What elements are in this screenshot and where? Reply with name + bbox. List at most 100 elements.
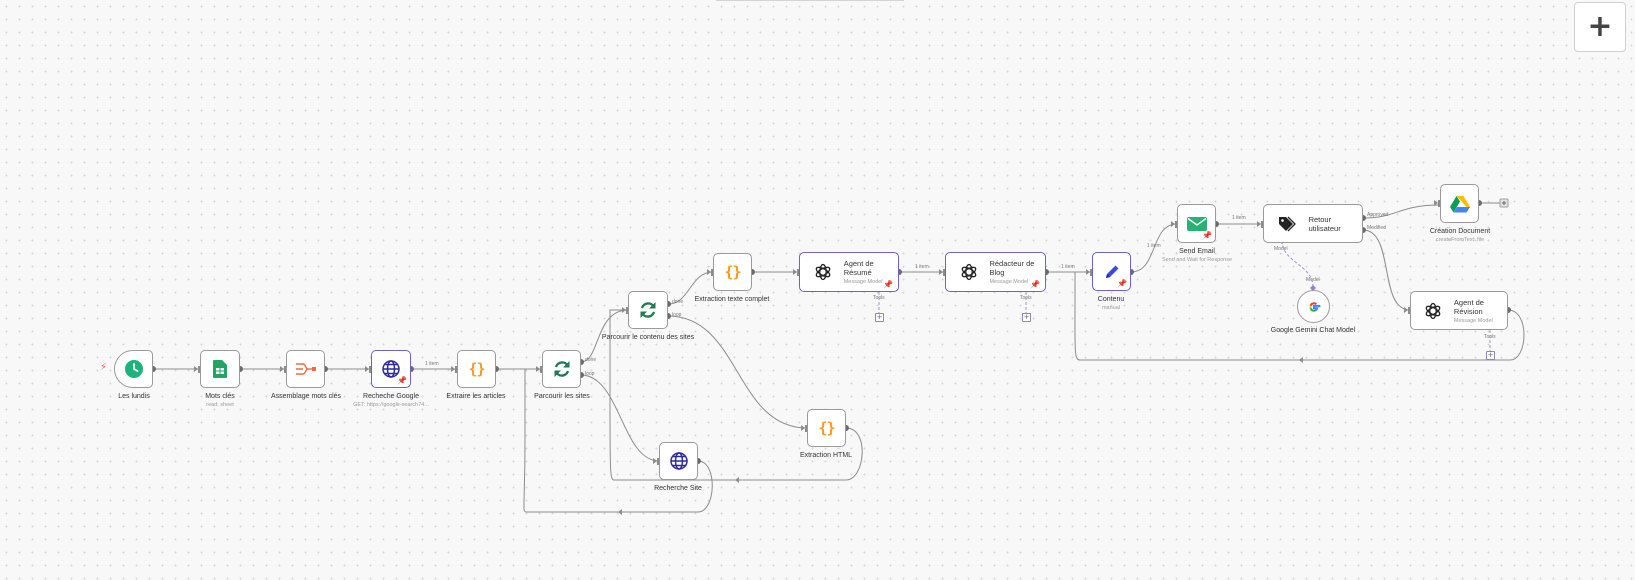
mid-arrow: [1299, 357, 1303, 363]
node-mots-cles[interactable]: [200, 350, 240, 388]
node-parcourir-sites[interactable]: [542, 350, 581, 388]
input-port: [540, 366, 543, 373]
arrow-head: [1257, 221, 1261, 227]
input-port: [284, 366, 287, 373]
edge-label-1-item: 1 item: [1232, 215, 1246, 221]
edge-extractionhtml-back-to-parcourircontenu: [609, 309, 863, 481]
arrow-head: [536, 366, 540, 372]
port-label-approved: Approved: [1367, 212, 1389, 218]
port-label-done: done: [672, 299, 684, 305]
node-extraction-html[interactable]: {}: [807, 409, 846, 447]
input-port: [657, 458, 660, 465]
node-les-lundis-label: Les lundis: [118, 393, 150, 400]
trigger-bolt-icon: ⚡: [100, 362, 108, 373]
port-label-model: Model: [1306, 277, 1320, 283]
mid-arrow: [618, 509, 622, 515]
node-google-gemini[interactable]: [1297, 290, 1330, 323]
node-google-gemini-label: Google Gemini Chat Model: [1270, 327, 1356, 334]
node-agent-resume-title: Agent de Résumé: [843, 259, 874, 277]
node-extraction-html-label: Extraction HTML: [799, 452, 853, 459]
node-parcourir-contenu-label: Parcourir le contenu des sites: [601, 334, 695, 341]
input-port: [455, 366, 458, 373]
node-parcourir-contenu[interactable]: [628, 291, 668, 329]
node-recherche-google[interactable]: 📌: [371, 350, 411, 388]
node-assemblage[interactable]: [286, 350, 325, 388]
arrow-head: [622, 307, 626, 313]
google-drive-icon: [1448, 192, 1472, 216]
arrow-head: [1086, 269, 1090, 275]
node-assemblage-label: Assemblage mots clés: [270, 393, 342, 400]
google-sheets-icon: [208, 357, 232, 381]
node-extraire-articles-label: Extraire les articles: [446, 393, 506, 400]
arrow-head: [365, 366, 369, 372]
node-contenu[interactable]: 📌: [1092, 252, 1131, 291]
node-les-lundis[interactable]: [114, 350, 153, 388]
node-extraction-texte[interactable]: {}: [713, 253, 752, 291]
add-tool-button[interactable]: +: [1022, 313, 1031, 322]
node-retour-utilisateur[interactable]: Retour utilisateur: [1263, 204, 1363, 243]
edge-label-1-item: 1 item: [1147, 243, 1161, 249]
port-label-tools: Tools: [1484, 334, 1496, 340]
arrow-head: [194, 366, 198, 372]
input-port: [797, 269, 800, 276]
arrow-head: [280, 366, 284, 372]
node-redacteur-blog-subtitle: Message Model: [989, 279, 1029, 285]
canvas-top-edge: [716, 0, 904, 1]
port-label-done: done: [585, 357, 597, 363]
node-creation-document[interactable]: [1440, 184, 1479, 223]
edge-retour-approved-to-creation: [1362, 204, 1441, 219]
arrow-head: [451, 366, 455, 372]
input-port: [711, 269, 714, 276]
node-agent-revision-title: Agent de Révision: [1453, 297, 1484, 316]
plus-icon: +: [1587, 9, 1613, 44]
edge-label-1-item: 1 item: [915, 264, 929, 270]
pencil-icon: [1100, 260, 1124, 284]
tag-icon: [1276, 212, 1299, 236]
arrow-head: [1171, 221, 1175, 227]
merge-icon: [294, 357, 318, 381]
input-port: [1090, 269, 1093, 276]
node-send-email[interactable]: 📌: [1177, 204, 1216, 243]
openai-icon: [1423, 299, 1444, 323]
arrow-head: [653, 458, 657, 464]
input-port: [1175, 221, 1178, 228]
port-label-loop: loop: [585, 371, 595, 377]
node-retour-utilisateur-title: Retour utilisateur: [1308, 214, 1341, 233]
port-label-tools: Tools: [873, 295, 885, 301]
arrow-head: [707, 269, 711, 275]
node-agent-resume-subtitle: Message Model: [843, 279, 883, 285]
add-tool-button[interactable]: +: [875, 313, 884, 322]
input-port: [1408, 307, 1411, 314]
arrow-head: [939, 269, 943, 275]
port-label-modified: Modified: [1367, 225, 1386, 231]
globe-icon: [379, 357, 403, 381]
port-label-tools: Tools: [1020, 295, 1032, 301]
add-node-button[interactable]: +: [1574, 2, 1626, 52]
mid-arrow: [735, 477, 739, 483]
code-braces-icon: {}: [468, 360, 485, 378]
edge-contenu-to-email: [1130, 223, 1178, 273]
input-port: [805, 425, 808, 432]
pin-icon: 📌: [1030, 280, 1040, 289]
edge-parcourir-loop-to-recherchesite: [580, 374, 660, 462]
input-port: [943, 269, 946, 276]
node-recherche-site[interactable]: [659, 442, 698, 480]
input-port: [198, 366, 201, 373]
edge-parcourir-done-to-parcourircontenu: [580, 309, 629, 363]
pin-icon: 📌: [397, 376, 407, 385]
input-port: [1261, 221, 1264, 228]
node-agent-revision-subtitle: Message Model: [1453, 317, 1493, 324]
openai-icon: [812, 260, 834, 284]
google-icon: [1302, 295, 1326, 319]
add-tool-button[interactable]: +: [1486, 351, 1495, 360]
code-braces-icon: {}: [818, 419, 835, 437]
node-extraire-articles[interactable]: {}: [457, 350, 496, 388]
